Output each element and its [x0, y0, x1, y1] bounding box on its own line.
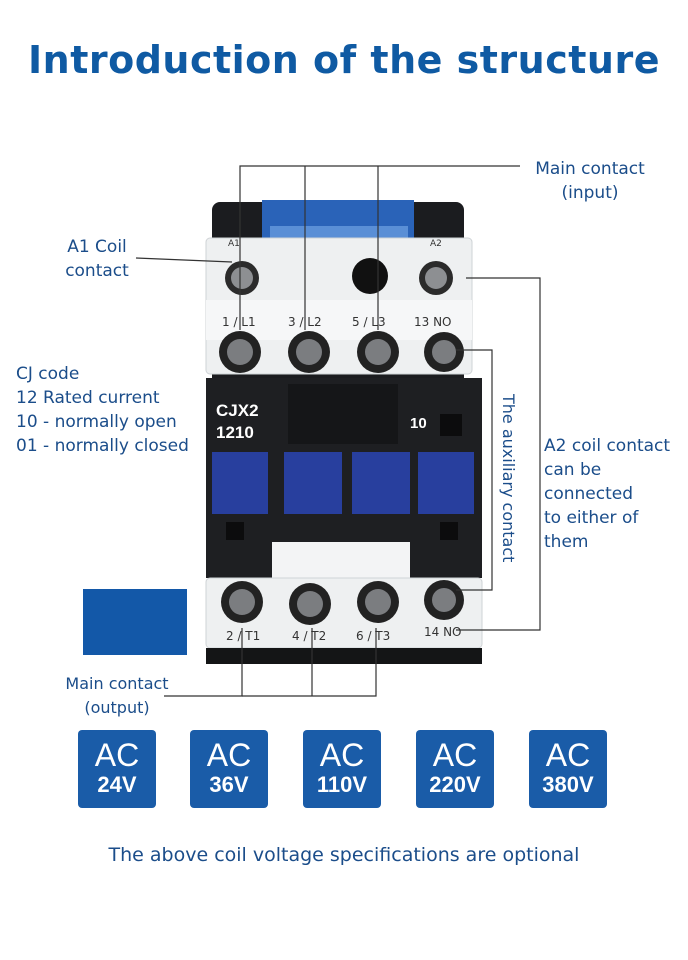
- aux-number: 10: [410, 415, 427, 432]
- terminal-label-5-l3: 5 / L3: [352, 315, 386, 329]
- top-terminal-screws: [219, 331, 464, 373]
- callout-main-contact-output: Main contact (output): [65, 674, 169, 717]
- contact-window: [272, 542, 410, 584]
- callout-auxiliary-contact: The auxiliary contact: [499, 394, 518, 563]
- model-line-2: 1210: [216, 423, 254, 442]
- callout-cj-code: CJ code 12 Rated current 10 - normally o…: [16, 364, 189, 456]
- terminal-label-1-l1: 1 / L1: [222, 315, 256, 329]
- terminal-label-2-t1: 2 / T1: [226, 629, 260, 643]
- terminal-label-14-no: 14 NO: [424, 625, 462, 639]
- top-terminal-label-strip: [206, 300, 472, 340]
- blue-button-right: [418, 452, 474, 514]
- a2-marker: A2: [430, 239, 442, 249]
- model-line-1: CJX2: [216, 401, 259, 420]
- footer-note: The above coil voltage specifications ar…: [108, 844, 580, 866]
- leader-lines: [135, 165, 541, 697]
- coil-center-hole: [352, 258, 388, 294]
- terminal-label-6-t3: 6 / T3: [356, 629, 390, 643]
- terminal-label-13-no: 13 NO: [414, 315, 452, 329]
- a1-marker: A1: [228, 239, 240, 249]
- blue-color-swatch: [83, 589, 187, 655]
- blue-button-left: [212, 452, 268, 514]
- page-title: Introduction of the structure: [28, 38, 660, 82]
- blue-button-center-left: [284, 452, 342, 514]
- callout-a1-coil: A1 Coil contact: [65, 237, 129, 281]
- blue-button-center-right: [352, 452, 410, 514]
- callout-main-contact-input: Main contact (input): [535, 159, 645, 203]
- bottom-terminal-screws: [221, 580, 464, 625]
- terminal-label-4-t2: 4 / T2: [292, 629, 326, 643]
- callout-a2-coil: A2 coil contact can be connected to eith…: [544, 436, 671, 552]
